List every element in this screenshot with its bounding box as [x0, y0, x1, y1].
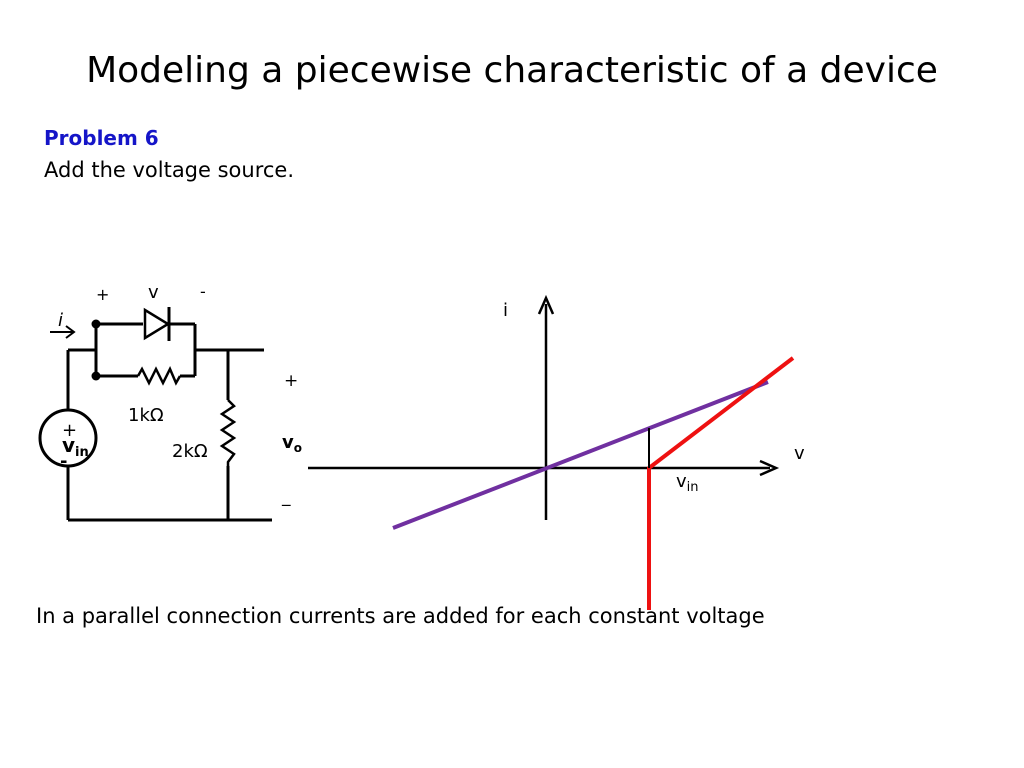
voltage-source [38, 408, 98, 468]
output-minus-label: _ [281, 487, 291, 507]
junction-dot-bottom [91, 371, 101, 381]
problem-label: Problem 6 [44, 126, 159, 150]
diode-characteristic-line [647, 356, 795, 610]
current-arrow-icon [50, 325, 76, 339]
r1-value-label: 1kΩ [128, 405, 164, 426]
source-plus-label: + [62, 420, 77, 441]
source-label: vin [62, 433, 89, 460]
diode-voltage-label: v [148, 282, 159, 303]
resistor-2kohm [219, 399, 237, 466]
x-axis-arrow-icon [759, 459, 780, 477]
source-minus-label: - [60, 451, 67, 472]
output-plus-label: + [284, 371, 298, 391]
circuit [66, 322, 272, 522]
combined-characteristic-line [392, 380, 769, 530]
diode-minus-label: - [200, 282, 206, 301]
y-axis-arrow-icon [537, 294, 555, 315]
iv-graph: i v vin [308, 294, 805, 610]
vin-label: vin [676, 471, 699, 495]
slide-title: Modeling a piecewise characteristic of a… [86, 50, 938, 91]
resistor-1kohm [136, 366, 182, 386]
current-label: i [58, 310, 63, 331]
y-axis-label: i [503, 300, 508, 321]
diode-plus-label: + [96, 285, 109, 304]
footer-note: In a parallel connection currents are ad… [36, 604, 765, 628]
problem-instruction: Add the voltage source. [44, 158, 295, 182]
output-voltage-label: vo [282, 432, 302, 455]
junction-dot-top [91, 319, 101, 329]
diode-symbol [143, 307, 171, 341]
x-axis-label: v [794, 443, 805, 464]
r2-value-label: 2kΩ [172, 441, 208, 462]
